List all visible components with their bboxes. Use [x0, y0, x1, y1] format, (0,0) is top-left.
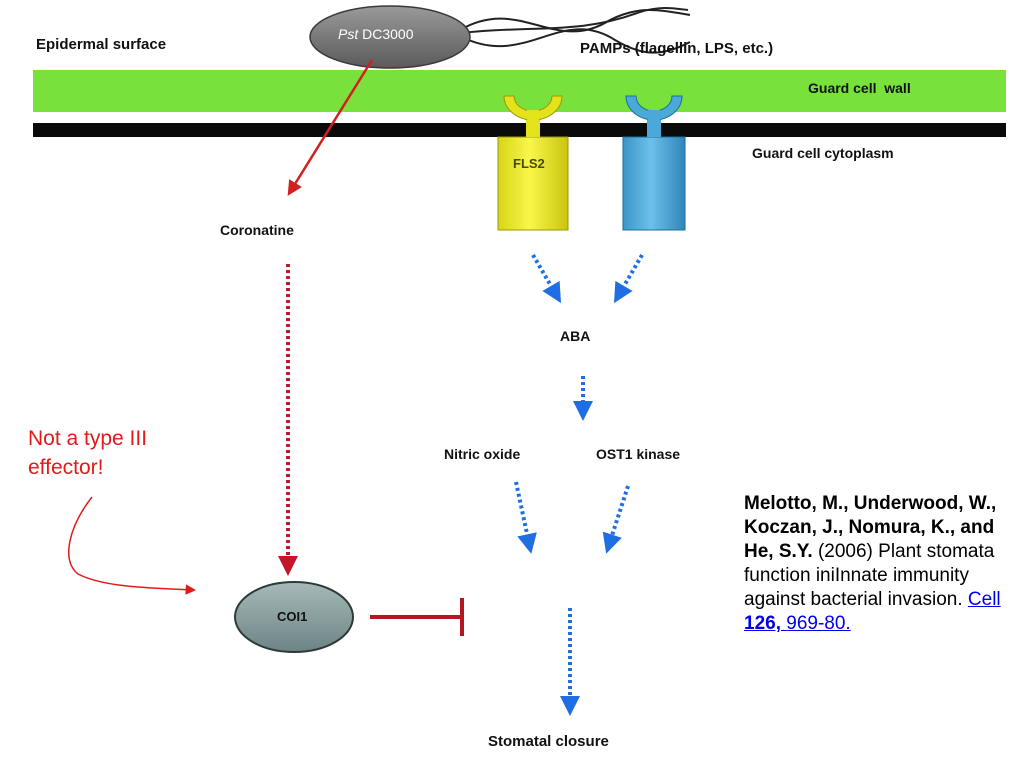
citation: Melotto, M., Underwood, W., Koczan, J., … — [744, 492, 1006, 636]
guard-cell-wall-label: Guard cell wall — [808, 80, 911, 96]
coronatine-label: Coronatine — [220, 222, 294, 238]
note-arrow — [68, 496, 197, 595]
coi1-protein — [234, 581, 354, 653]
pst-to-coronatine-arrow — [287, 59, 374, 196]
epidermal-surface-label: Epidermal surface — [36, 36, 167, 53]
plasma-membrane-band — [33, 123, 1006, 137]
coi1-label: COI1 — [277, 609, 308, 624]
inhibition-arrow — [370, 598, 464, 636]
not-effector-note: Not a type III effector! — [28, 424, 147, 482]
pamps-label: PAMPs (flagellin, LPS, etc.) — [580, 40, 774, 57]
citation-link[interactable]: Cell 126, 969-80. — [744, 589, 1001, 634]
stomatal-closure-label: Stomatal closure — [488, 733, 609, 750]
guard-cell-cytoplasm-label: Guard cell cytoplasm — [752, 145, 894, 161]
blue-signal-arrows — [514, 253, 644, 716]
flagellum-icon — [459, 7, 691, 54]
note-line-1: Not a type III — [28, 427, 148, 450]
nitric-oxide-label: Nitric oxide — [444, 446, 521, 462]
dc3000-label: DC3000 — [362, 26, 414, 42]
citation-title: Plant stomata function iniInnate immunit… — [744, 541, 995, 610]
pst-dc3000-label: Pst DC3000 — [338, 26, 414, 42]
citation-authors: Melotto, M., Underwood, W., Koczan, J., … — [744, 493, 997, 562]
pst-label: Pst — [338, 26, 359, 42]
nitric-oxide-to-closure-arrow — [514, 481, 537, 554]
note-line-2: effector! — [28, 456, 104, 479]
citation-volume: 126, — [744, 613, 781, 634]
receptor-to-aba-arrow — [613, 253, 644, 304]
citation-year: (2006) — [817, 541, 873, 562]
fls2-label: FLS2 — [513, 156, 545, 171]
pst-dc3000-bacterium — [309, 5, 471, 69]
pamp-receptor — [622, 95, 686, 231]
aba-label: ABA — [560, 328, 591, 344]
ost1-kinase-label: OST1 kinase — [596, 446, 681, 462]
guard-cell-wall-band — [33, 70, 1006, 112]
ost1-to-closure-arrow — [602, 485, 630, 554]
fls2-to-aba-arrow — [531, 253, 562, 304]
fls2-receptor — [497, 95, 569, 231]
citation-journal: Cell — [967, 589, 1001, 610]
citation-pages: 969-80. — [786, 613, 851, 634]
